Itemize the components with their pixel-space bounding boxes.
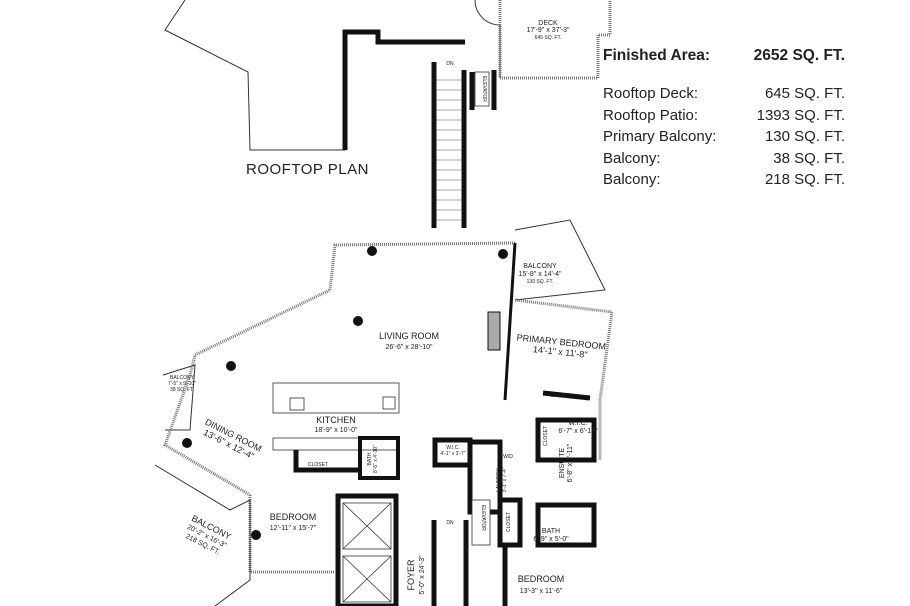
area-label: Rooftop Deck: xyxy=(603,85,699,102)
bath-1-name: BATH xyxy=(367,452,373,465)
ensuite-closet-label: CLOSET xyxy=(543,426,549,446)
area-value: 218 SQ. FT. xyxy=(764,171,845,188)
area-label: Balcony: xyxy=(603,171,661,188)
rooftop-stair-label: DN xyxy=(446,61,454,67)
finished-area-label: Finished Area: xyxy=(603,47,711,64)
area-label: Rooftop Patio: xyxy=(603,106,699,124)
kitchen-wall xyxy=(293,450,360,473)
area-row: Balcony: 38 SQ. FT. xyxy=(603,148,845,170)
main-floor-plan xyxy=(154,219,614,606)
bedroom-2-name: BEDROOM xyxy=(518,574,565,584)
bath-walls-2 xyxy=(535,502,597,548)
kitchen-name: KITCHEN xyxy=(316,415,356,425)
area-value: 645 SQ. FT. xyxy=(764,85,845,102)
elevator-car xyxy=(471,499,491,546)
wd-label: W/D xyxy=(503,454,513,460)
area-label: Primary Balcony: xyxy=(603,128,717,145)
living-room-dims: 26'-6" x 28'-10" xyxy=(386,344,433,351)
laundry-name: LAUNDRY xyxy=(496,467,502,491)
area-row: Primary Balcony: 130 SQ. FT. xyxy=(603,126,845,148)
area-row: Balcony: 218 SQ. FT. xyxy=(603,169,845,191)
foyer-name: FOYER xyxy=(406,559,416,591)
ensuite-dims: 6'-8" x 7'-11" xyxy=(567,443,574,482)
deck-door xyxy=(474,0,501,78)
bedroom-1-dims: 12'-11" x 15'-7" xyxy=(270,525,317,532)
living-room-name: LIVING ROOM xyxy=(379,331,439,341)
primary-balcony-area: 130 SQ. FT. xyxy=(527,279,554,285)
cooktop-icon xyxy=(289,397,305,411)
interior-wall xyxy=(503,242,517,401)
area-value: 38 SQ. FT. xyxy=(773,149,845,167)
primary-balcony-outline xyxy=(514,219,606,301)
primary-balcony-dims: 15'-8" x 14'-4" xyxy=(518,271,562,278)
kitchen-dims: 18'-9" x 10'-0" xyxy=(314,427,358,434)
fireplace xyxy=(487,311,501,351)
bath-1-dims: 8'-5" x 4'-10" xyxy=(373,445,379,473)
rooftop-patio-outline xyxy=(164,0,346,151)
living-outline xyxy=(188,241,516,376)
primary-closet-label: CLOSET xyxy=(550,393,570,399)
bath-walls xyxy=(358,436,400,480)
deck-dims: 17'-9" x 37'-3" xyxy=(526,27,570,34)
finished-area-value: 2652 SQ. FT. xyxy=(753,47,845,64)
rooftop-elevator xyxy=(474,71,490,107)
small-balcony-area: 38 SQ. FT. xyxy=(170,387,194,393)
bath-2-dims: 6'-9" x 5'-0" xyxy=(533,536,569,543)
laundry-dims: 3'-1" x 7'-4" xyxy=(502,467,508,492)
closet-walls xyxy=(497,497,523,548)
kitchen-closet-label: CLOSET xyxy=(308,462,328,468)
area-label: Balcony: xyxy=(603,149,661,167)
primary-balcony-name: BALCONY xyxy=(523,263,557,270)
rooftop-plan-title: ROOFTOP PLAN xyxy=(246,161,369,178)
area-row: Rooftop Deck: 645 SQ. FT. xyxy=(603,83,845,105)
bedroom-1-name: BEDROOM xyxy=(270,512,317,522)
lift-shafts xyxy=(342,502,392,603)
small-balcony-name: BALCONY xyxy=(170,375,195,381)
deck-area: 645 SQ. FT. xyxy=(535,35,562,41)
sink-icon xyxy=(382,396,396,410)
primary-bedroom-outline xyxy=(514,298,614,460)
hall-closet-label: CLOSET xyxy=(506,512,512,532)
elevator-label: ELEVATOR xyxy=(480,505,486,531)
area-row: Rooftop Patio: 1393 SQ. FT. xyxy=(603,105,845,127)
wic-primary-dims: 6'-7" x 6'-10" xyxy=(558,428,598,435)
area-summary: Finished Area: 2652 SQ. FT. Rooftop Deck… xyxy=(603,47,845,191)
small-balcony-outline xyxy=(162,364,196,431)
rooftop-wall xyxy=(342,29,465,150)
bedroom-outline xyxy=(248,495,335,574)
rooftop-stair xyxy=(436,79,462,221)
small-balcony-dims: 7'-5" x 9'-10" xyxy=(168,381,196,387)
wic-primary-name: W.I.C. xyxy=(568,420,587,427)
stair-label: DN xyxy=(446,520,454,526)
foyer-walls xyxy=(335,493,399,606)
rooftop-elevator-label: ELEVATOR xyxy=(481,76,487,102)
deck-name: DECK xyxy=(538,20,558,27)
bedroom-2-dims: 13'-3" x 11'-6" xyxy=(520,588,563,595)
ensuite-name: ENSUITE xyxy=(559,448,566,479)
area-value: 130 SQ. FT. xyxy=(764,128,845,145)
large-balcony-outline xyxy=(154,464,251,606)
wic-2-dims: 4'-1" x 3'-7" xyxy=(440,451,465,457)
bath-2-name: BATH xyxy=(542,528,560,535)
foyer-dims: 5'-0" x 24'-3" xyxy=(419,555,426,595)
area-value: 1393 SQ. FT. xyxy=(756,106,845,124)
deck-outline xyxy=(498,0,612,80)
finished-area-row: Finished Area: 2652 SQ. FT. xyxy=(603,47,845,65)
ensuite-walls xyxy=(535,417,597,463)
dining-outline xyxy=(163,374,251,497)
closet-wall xyxy=(542,390,591,401)
columns xyxy=(182,246,508,540)
rooftop-plan: DECK 17'-9" x 37'-3" 645 SQ. FT. DN ELEV… xyxy=(164,0,612,228)
wic-2-name: W.I.C. xyxy=(446,445,460,451)
